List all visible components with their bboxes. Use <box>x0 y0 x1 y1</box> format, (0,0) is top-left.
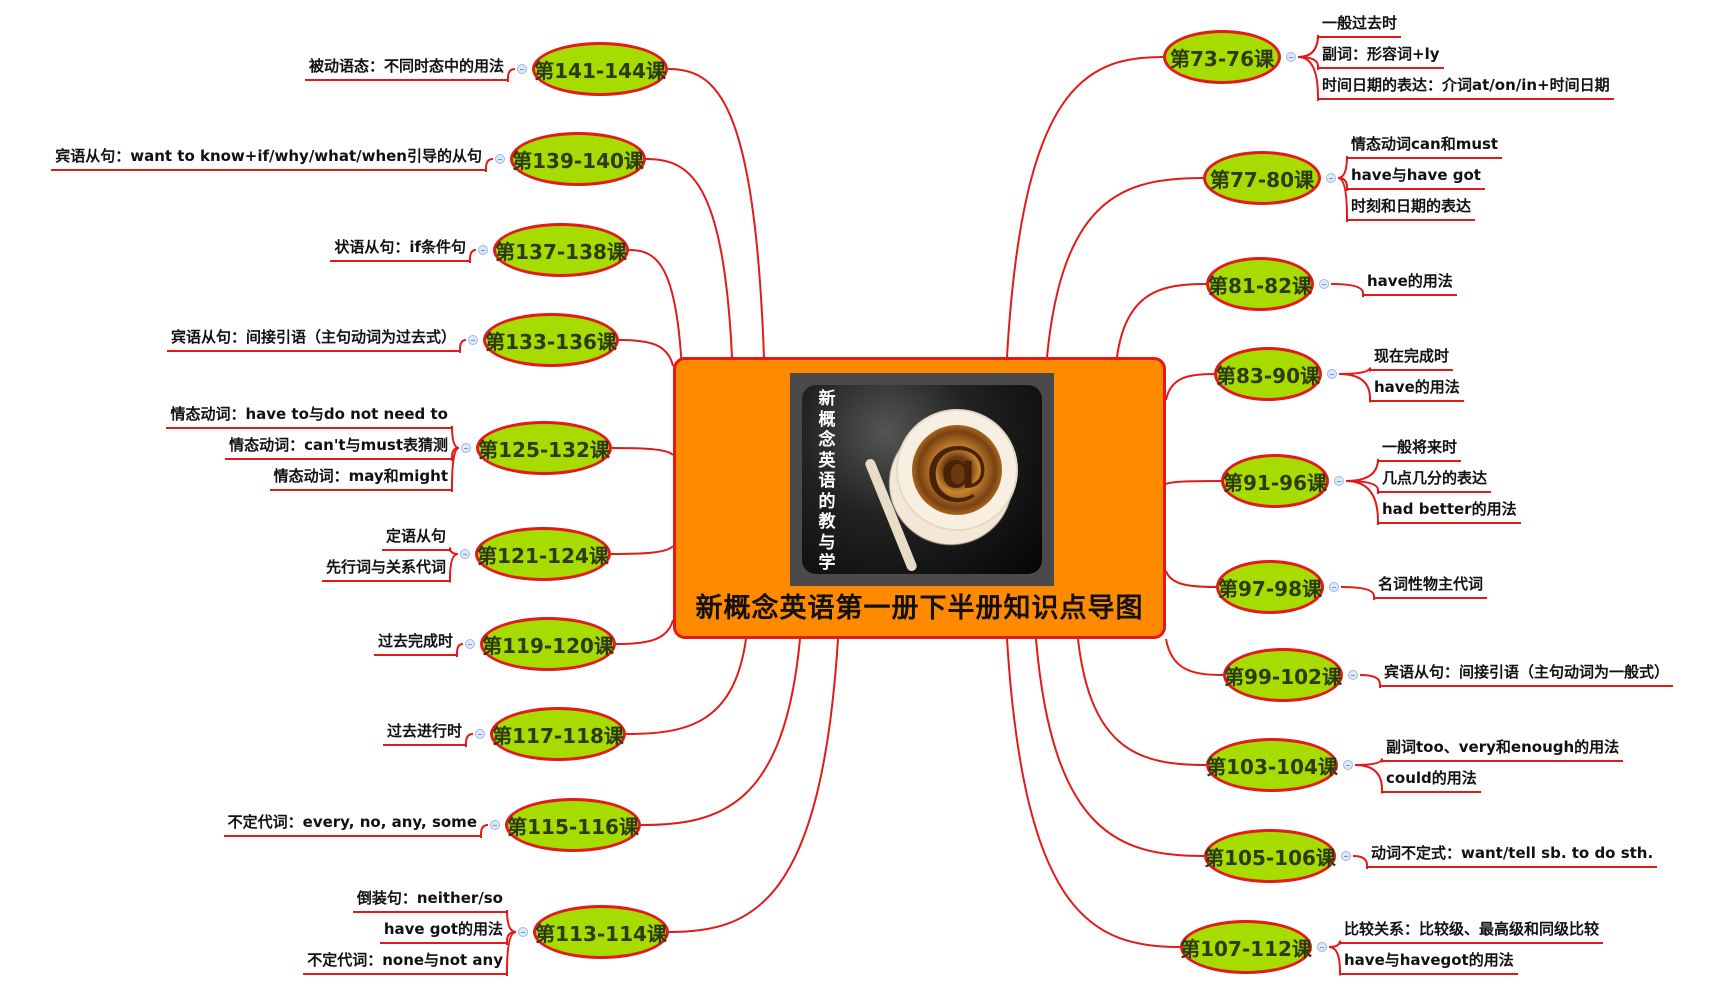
subtopic-leaf[interactable]: 状语从句：if条件句 <box>330 238 470 262</box>
collapse-toggle-icon[interactable] <box>490 820 500 830</box>
coffee-surface: @ <box>912 425 1002 515</box>
topic-node-left-3[interactable]: 第133-136课 <box>483 313 619 367</box>
caption-char: 新 <box>818 389 836 409</box>
collapse-toggle-icon[interactable] <box>465 639 475 649</box>
topic-node-right-8[interactable]: 第105-106课 <box>1204 829 1336 883</box>
topic-node-right-5[interactable]: 第97-98课 <box>1216 560 1324 614</box>
collapse-toggle-icon[interactable] <box>1286 52 1296 62</box>
collapse-toggle-icon[interactable] <box>468 335 478 345</box>
topic-node-right-9[interactable]: 第107-112课 <box>1180 920 1312 974</box>
collapse-toggle-icon[interactable] <box>1334 476 1344 486</box>
coffee-cup-icon: @ <box>898 411 1016 529</box>
topic-node-right-4[interactable]: 第91-96课 <box>1221 454 1329 508</box>
collapse-toggle-icon[interactable] <box>1341 851 1351 861</box>
topic-node-left-2[interactable]: 第137-138课 <box>493 223 629 277</box>
subtopic-leaf[interactable]: 副词：形容词+ly <box>1318 45 1444 69</box>
caption-char: 学 <box>818 553 836 573</box>
subtopic-leaf[interactable]: 比较关系：比较级、最高级和同级比较 <box>1340 920 1604 944</box>
at-symbol: @ <box>925 432 989 507</box>
collapse-toggle-icon[interactable] <box>517 64 527 74</box>
subtopic-leaf[interactable]: 副词too、very和enough的用法 <box>1382 738 1624 762</box>
subtopic-leaf[interactable]: 现在完成时 <box>1370 347 1454 371</box>
topic-node-left-7[interactable]: 第117-118课 <box>490 707 626 761</box>
coffee-cup-image: @ 新概念英语的教与学 <box>802 385 1042 574</box>
subtopic-leaf[interactable]: 被动语态：不同时态中的用法 <box>304 57 508 81</box>
caption-char: 英 <box>818 450 836 471</box>
caption-char: 概 <box>818 409 836 430</box>
subtopic-leaf[interactable]: 动词不定式：want/tell sb. to do sth. <box>1367 844 1658 868</box>
collapse-toggle-icon[interactable] <box>478 245 488 255</box>
central-title: 新概念英语第一册下半册知识点导图 <box>695 593 1144 624</box>
collapse-toggle-icon[interactable] <box>1327 369 1337 379</box>
subtopic-leaf[interactable]: 不定代词：every, no, any, some <box>223 813 481 837</box>
subtopic-leaf[interactable]: 几点几分的表达 <box>1378 469 1492 493</box>
subtopic-leaf[interactable]: had better的用法 <box>1378 500 1521 524</box>
collapse-toggle-icon[interactable] <box>518 927 528 937</box>
topic-node-right-2[interactable]: 第81-82课 <box>1206 257 1314 311</box>
topic-node-left-1[interactable]: 第139-140课 <box>510 132 646 186</box>
subtopic-leaf[interactable]: 情态动词can和must <box>1347 135 1503 159</box>
subtopic-leaf[interactable]: 一般过去时 <box>1318 14 1402 38</box>
subtopic-leaf[interactable]: 不定代词：none与not any <box>303 951 507 975</box>
subtopic-leaf[interactable]: 时刻和日期的表达 <box>1347 197 1476 221</box>
topic-node-right-7[interactable]: 第103-104课 <box>1206 738 1338 792</box>
collapse-toggle-icon[interactable] <box>1319 279 1329 289</box>
subtopic-leaf[interactable]: have的用法 <box>1363 272 1457 296</box>
subtopic-leaf[interactable]: 情态动词：can't与must表猜测 <box>225 436 452 460</box>
subtopic-leaf[interactable]: 情态动词：may和might <box>269 467 452 491</box>
collapse-toggle-icon[interactable] <box>475 729 485 739</box>
subtopic-leaf[interactable]: 宾语从句：want to know+if/why/what/when引导的从句 <box>51 147 486 171</box>
topic-node-left-8[interactable]: 第115-116课 <box>505 798 641 852</box>
subtopic-leaf[interactable]: have的用法 <box>1370 378 1464 402</box>
caption-char: 与 <box>818 532 836 553</box>
subtopic-leaf[interactable]: 时间日期的表达：介词at/on/in+时间日期 <box>1318 76 1614 100</box>
subtopic-leaf[interactable]: 过去完成时 <box>373 632 457 656</box>
caption-char: 语 <box>818 471 836 491</box>
topic-node-right-0[interactable]: 第73-76课 <box>1163 30 1281 84</box>
subtopic-leaf[interactable]: 先行词与关系代词 <box>321 558 450 582</box>
subtopic-leaf[interactable]: 名词性物主代词 <box>1374 575 1488 599</box>
subtopic-leaf[interactable]: could的用法 <box>1382 769 1481 793</box>
collapse-toggle-icon[interactable] <box>1317 942 1327 952</box>
subtopic-leaf[interactable]: have与have got <box>1347 166 1485 190</box>
subtopic-leaf[interactable]: 倒装句：neither/so <box>352 889 507 913</box>
subtopic-leaf[interactable]: have got的用法 <box>379 920 507 944</box>
subtopic-leaf[interactable]: 定语从句 <box>381 527 450 551</box>
collapse-toggle-icon[interactable] <box>1348 670 1358 680</box>
caption-char: 念 <box>818 430 836 450</box>
subtopic-leaf[interactable]: have与havegot的用法 <box>1340 951 1518 975</box>
subtopic-leaf[interactable]: 情态动词：have to与do not need to <box>166 405 452 429</box>
collapse-toggle-icon[interactable] <box>460 549 470 559</box>
topic-node-right-3[interactable]: 第83-90课 <box>1214 347 1322 401</box>
caption-char: 的 <box>818 491 836 512</box>
collapse-toggle-icon[interactable] <box>495 154 505 164</box>
central-topic[interactable]: @ 新概念英语的教与学 新概念英语第一册下半册知识点导图 <box>673 357 1166 639</box>
collapse-toggle-icon[interactable] <box>461 443 471 453</box>
topic-node-left-9[interactable]: 第113-114课 <box>533 905 669 959</box>
collapse-toggle-icon[interactable] <box>1329 582 1339 592</box>
central-image-frame: @ 新概念英语的教与学 <box>790 373 1054 586</box>
topic-node-right-1[interactable]: 第77-80课 <box>1203 151 1321 205</box>
subtopic-leaf[interactable]: 宾语从句：间接引语（主句动词为过去式） <box>166 328 460 352</box>
topic-node-right-6[interactable]: 第99-102课 <box>1223 648 1343 702</box>
subtopic-leaf[interactable]: 宾语从句：间接引语（主句动词为一般式） <box>1380 663 1674 687</box>
subtopic-leaf[interactable]: 一般将来时 <box>1378 438 1462 462</box>
topic-node-left-6[interactable]: 第119-120课 <box>480 617 616 671</box>
caption-char: 教 <box>818 512 836 532</box>
topic-node-left-4[interactable]: 第125-132课 <box>476 421 612 475</box>
topic-node-left-0[interactable]: 第141-144课 <box>532 42 668 96</box>
vertical-caption: 新概念英语的教与学 <box>816 389 838 574</box>
subtopic-leaf[interactable]: 过去进行时 <box>382 722 466 746</box>
topic-node-left-5[interactable]: 第121-124课 <box>475 527 611 581</box>
collapse-toggle-icon[interactable] <box>1343 760 1353 770</box>
collapse-toggle-icon[interactable] <box>1326 173 1336 183</box>
